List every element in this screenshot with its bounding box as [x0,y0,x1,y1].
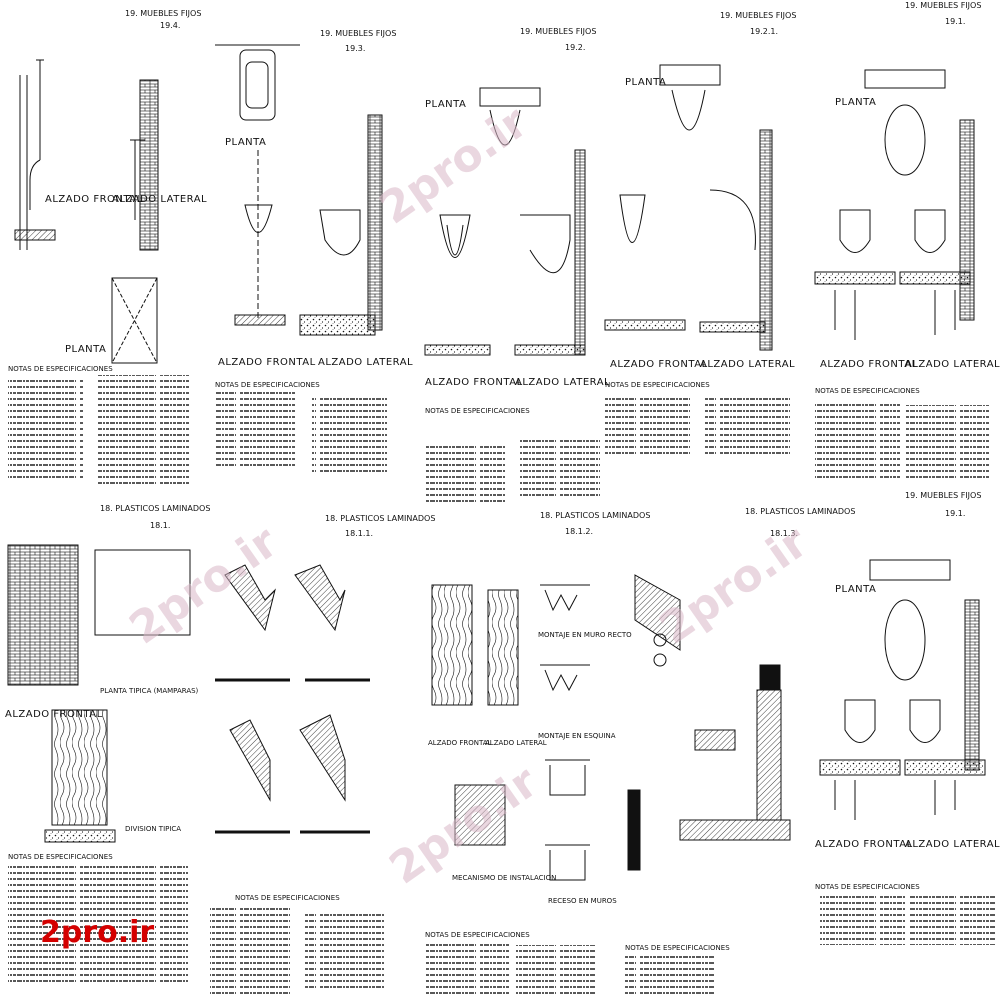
view-label: ALZADO FRONTAL [45,194,143,205]
notes-heading: NOTAS DE ESPECIFICACIONES [815,387,920,395]
view-label: ALZADO FRONTAL [5,709,103,720]
notes-heading: NOTAS DE ESPECIFICACIONES [8,853,113,861]
sheet-ref-p8: 18.1.2. [565,527,593,536]
view-label: PLANTA [835,97,877,108]
notes-heading: NOTAS DE ESPECIFICACIONES [235,894,340,902]
view-label: PLANTA [65,344,107,355]
view-label: ALZADO FRONTAL [815,839,913,850]
view-label: ALZADO FRONTAL [218,357,316,368]
sheet-ref-p7: 18.1.1. [345,529,373,538]
view-label: PLANTA [625,77,667,88]
view-label: ALZADO FRONTAL [820,359,918,370]
view-label: ALZADO FRONTAL [610,359,708,370]
view-label: PLANTA [225,137,267,148]
view-label: ALZADO FRONTAL [428,739,492,747]
view-label: ALZADO LATERAL [700,359,796,370]
sheet-ref-p3: 19.2. [565,43,586,52]
view-label: MONTAJE EN MURO RECTO [538,631,632,639]
sheet-title-p5: 19. MUEBLES FIJOS [905,1,982,10]
sheet-ref-p10: 19.1. [945,509,966,518]
view-label: ALZADO LATERAL [318,357,414,368]
sheet-title-p6: 18. PLASTICOS LAMINADOS [100,504,211,513]
view-label: MECANISMO DE INSTALACION [452,874,557,882]
notes-heading: NOTAS DE ESPECIFICACIONES [815,883,920,891]
view-label: MONTAJE EN ESQUINA [538,732,616,740]
view-label: ALZADO LATERAL [112,194,208,205]
sheet-title-p10: 19. MUEBLES FIJOS [905,491,982,500]
notes-heading: NOTAS DE ESPECIFICACIONES [625,944,730,952]
sheet-title-p8: 18. PLASTICOS LAMINADOS [540,511,651,520]
sheet-title-p7: 18. PLASTICOS LAMINADOS [325,514,436,523]
view-label: ALZADO FRONTAL [425,377,523,388]
sheet-ref-p4: 19.2.1. [750,27,778,36]
notes-heading: NOTAS DE ESPECIFICACIONES [8,365,113,373]
notes-heading: NOTAS DE ESPECIFICACIONES [425,407,530,415]
sheet-title-p2: 19. MUEBLES FIJOS [320,29,397,38]
view-label: DIVISION TIPICA [125,825,182,833]
sheet-title-p1: 19. MUEBLES FIJOS [125,9,202,18]
sheet-title-p9: 18. PLASTICOS LAMINADOS [745,507,856,516]
notes-heading: NOTAS DE ESPECIFICACIONES [215,381,320,389]
notes-heading: NOTAS DE ESPECIFICACIONES [605,381,710,389]
sheet-ref-p5: 19.1. [945,17,966,26]
view-label: PLANTA TIPICA (MAMPARAS) [100,687,199,695]
brand-logo: 2pro.ir [40,915,155,950]
view-label: PLANTA [425,99,467,110]
view-label: ALZADO LATERAL [905,839,1000,850]
view-label: ALZADO LATERAL [515,377,611,388]
sheet-ref-p1: 19.4. [160,21,181,30]
view-label: PLANTA [835,584,877,595]
sheet-ref-p6: 18.1. [150,521,171,530]
sheet-title-p4: 19. MUEBLES FIJOS [720,11,797,20]
sheet-ref-p9: 18.1.3. [770,529,798,538]
notes-heading: NOTAS DE ESPECIFICACIONES [425,931,530,939]
sheet-title-p3: 19. MUEBLES FIJOS [520,27,597,36]
view-label: ALZADO LATERAL [485,739,547,747]
view-label: RECESO EN MUROS [548,897,617,905]
sheet-ref-p2: 19.3. [345,44,366,53]
view-label: ALZADO LATERAL [905,359,1000,370]
